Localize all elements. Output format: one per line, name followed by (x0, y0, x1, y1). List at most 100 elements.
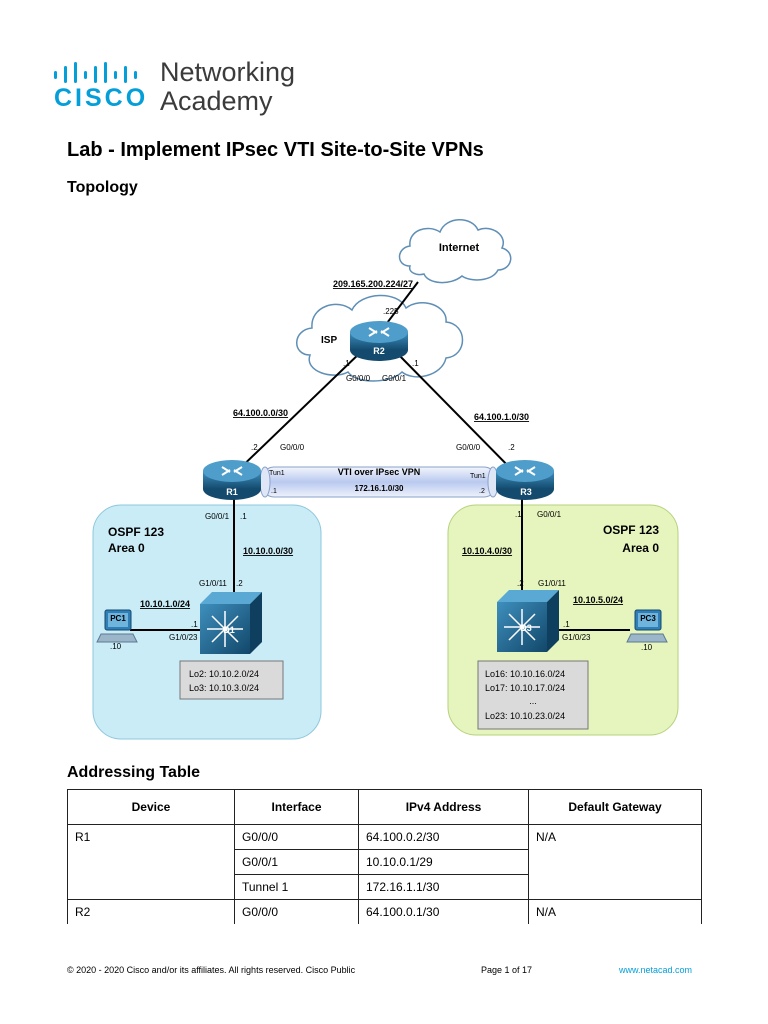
r2-right-host: .1 (412, 359, 419, 368)
r2-left-host: .1 (343, 359, 350, 368)
pc3-host: .10 (641, 643, 653, 652)
r3-lan-host: .1 (515, 510, 522, 519)
d1-pc-host: .1 (191, 620, 198, 629)
vpn-label: VTI over IPsec VPN (338, 467, 421, 477)
link-r1-r2-subnet: 64.100.0.0/30 (233, 408, 288, 418)
link-r3-r2-subnet: 64.100.1.0/30 (474, 412, 529, 422)
footer-website-link[interactable]: www.netacad.com (619, 965, 693, 975)
left-area-label: Area 0 (108, 541, 145, 555)
r3-wan-host: .2 (508, 443, 515, 452)
d3-loopback: Lo23: 10.10.23.0/24 (485, 711, 565, 721)
internet-label: Internet (439, 242, 480, 254)
d3-pc-interface: G1/0/23 (562, 633, 591, 642)
d1-pc-interface: G1/0/23 (169, 633, 198, 642)
r1-tunnel-host: .1 (271, 488, 277, 495)
r2-name: R2 (373, 346, 385, 356)
r1-wan-host: .2 (251, 443, 258, 452)
internet-subnet: 209.165.200.224/27 (333, 279, 413, 289)
cell-interface: G0/0/1 (234, 849, 359, 875)
cell-device: R1 (67, 824, 235, 850)
link-r3-r2 (393, 349, 519, 477)
cell-gateway (528, 849, 702, 875)
link-r1-r2 (231, 349, 364, 477)
cell-address: 64.100.0.1/30 (358, 899, 529, 924)
switch-icon (200, 592, 262, 654)
cell-gateway (528, 874, 702, 900)
router-icon (496, 460, 554, 500)
internet-cloud-icon (398, 219, 512, 284)
topology-heading: Topology (67, 179, 138, 196)
cell-device (67, 849, 235, 875)
r3-tunnel-name: Tun1 (470, 473, 486, 480)
table-row: Tunnel 1 172.16.1.1/30 (67, 874, 702, 900)
table-row: R1 G0/0/0 64.100.0.2/30 N/A (67, 824, 702, 850)
d1-uplink-host: .2 (236, 579, 243, 588)
column-header-gateway: Default Gateway (528, 789, 702, 825)
r1-lan-host: .1 (240, 512, 247, 521)
switch-icon (497, 590, 559, 652)
column-header-device: Device (67, 789, 235, 825)
cell-address: 172.16.1.1/30 (358, 874, 529, 900)
vpn-subnet: 172.16.1.0/30 (355, 484, 404, 493)
r1-wan-interface: G0/0/0 (280, 443, 305, 452)
right-uplink-subnet: 10.10.4.0/30 (462, 546, 512, 556)
footer-copyright: © 2020 - 2020 Cisco and/or its affiliate… (67, 965, 356, 975)
isp-upstream-host: .225 (383, 307, 399, 316)
cell-interface: G0/0/0 (234, 824, 359, 850)
table-row: R2 G0/0/0 64.100.0.1/30 N/A (67, 899, 702, 924)
cell-address: 64.100.0.2/30 (358, 824, 529, 850)
footer-page-number: Page 1 of 17 (481, 965, 533, 975)
cell-device (67, 874, 235, 900)
r2-left-interface: G0/0/0 (346, 374, 371, 383)
r1-lan-interface: G0/0/1 (205, 512, 230, 521)
pc-icon (96, 609, 138, 643)
d1-uplink-interface: G1/0/11 (199, 579, 227, 588)
cell-device: R2 (67, 899, 235, 924)
addressing-table: Device Interface IPv4 Address Default Ga… (67, 789, 702, 924)
left-ospf-label: OSPF 123 (108, 525, 164, 539)
r3-lan-interface: G0/0/1 (537, 510, 562, 519)
loopback-box-d1 (179, 660, 284, 700)
document-title: Lab - Implement IPsec VTI Site-to-Site V… (67, 139, 484, 161)
column-header-interface: Interface (234, 789, 359, 825)
left-uplink-subnet: 10.10.0.0/30 (243, 546, 293, 556)
cisco-bars-icon (54, 62, 137, 83)
right-ospf-label: OSPF 123 (603, 523, 659, 537)
r3-tunnel-host: .2 (479, 488, 485, 495)
r1-name: R1 (226, 487, 238, 497)
cell-interface: Tunnel 1 (234, 874, 359, 900)
logo-academy: Academy (160, 86, 273, 116)
d3-name: D3 (520, 623, 532, 633)
right-area-label: Area 0 (622, 541, 659, 555)
column-header-ipv4: IPv4 Address (358, 789, 529, 825)
d3-uplink-interface: G1/0/11 (538, 579, 566, 588)
r2-right-interface: G0/0/1 (382, 374, 407, 383)
pc-icon (626, 609, 668, 643)
router-icon (203, 460, 261, 500)
cisco-wordmark: CISCO (54, 84, 149, 112)
d1-loopback: Lo3: 10.10.3.0/24 (189, 683, 259, 693)
d1-name: D1 (223, 625, 235, 635)
d3-loopback-ellipsis: ... (529, 696, 537, 706)
cell-gateway: N/A (528, 899, 702, 924)
cisco-networking-academy-logo: CISCO Networking Academy (52, 58, 312, 118)
isp-label: ISP (321, 335, 337, 346)
d1-loopback: Lo2: 10.10.2.0/24 (189, 669, 259, 679)
pc1-host: .10 (110, 642, 122, 651)
router-icon (350, 321, 408, 361)
logo-networking: Networking (160, 57, 296, 87)
cell-interface: G0/0/0 (234, 899, 359, 924)
cell-gateway: N/A (528, 824, 702, 850)
table-header-row: Device Interface IPv4 Address Default Ga… (67, 789, 702, 825)
table-row: G0/0/1 10.10.0.1/29 (67, 849, 702, 875)
d3-loopback: Lo17: 10.10.17.0/24 (485, 683, 565, 693)
d3-pc-host: .1 (563, 620, 570, 629)
cell-address: 10.10.0.1/29 (358, 849, 529, 875)
left-pc-subnet: 10.10.1.0/24 (140, 599, 190, 609)
loopback-box-d3 (477, 660, 589, 730)
r3-name: R3 (520, 487, 532, 497)
r1-tunnel-name: Tun1 (269, 470, 285, 477)
right-pc-subnet: 10.10.5.0/24 (573, 595, 623, 605)
pc3-name: PC3 (640, 614, 656, 623)
